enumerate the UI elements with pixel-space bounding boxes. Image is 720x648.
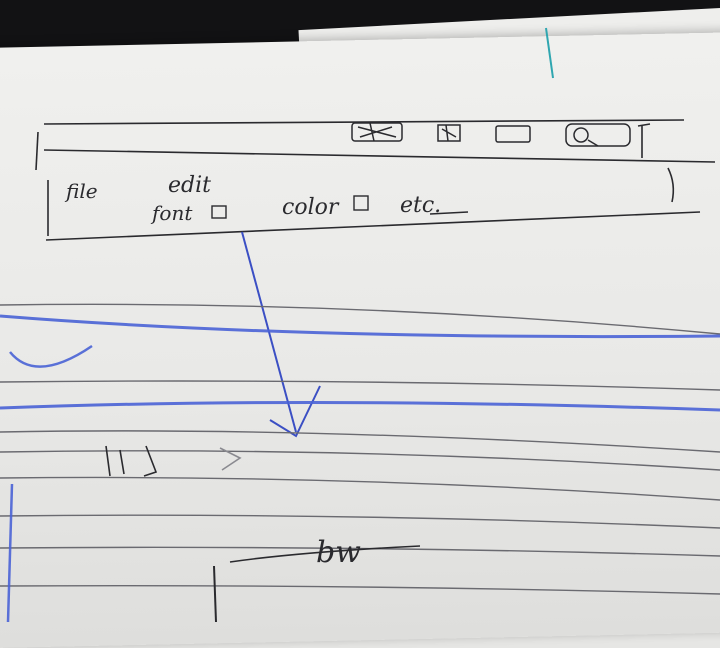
etc-underline xyxy=(429,211,469,215)
grid-icon[interactable] xyxy=(437,124,461,142)
menu-item-edit[interactable]: edit xyxy=(168,173,211,198)
zoom-icon[interactable] xyxy=(565,123,631,147)
menu-right-bracket xyxy=(667,167,675,203)
menu-sketch: file edit font color etc. xyxy=(64,173,469,225)
chevron-right-icon xyxy=(219,447,242,471)
toolbar-top-line xyxy=(43,119,685,125)
bracket-scribble xyxy=(105,445,125,477)
vertical-stroke xyxy=(213,565,217,622)
text-cursor-icon xyxy=(637,123,651,158)
arrow-sketch xyxy=(241,231,321,438)
sketch-drawing: file edit font color etc. xyxy=(0,27,720,622)
menu-item-font[interactable]: font xyxy=(150,201,193,225)
save-icon[interactable] xyxy=(351,122,403,142)
square-icon[interactable] xyxy=(495,125,531,143)
menu-item-color[interactable]: color xyxy=(282,195,340,220)
blue-lines xyxy=(0,314,720,622)
toolbar-bottom-line xyxy=(45,211,701,241)
menu-item-file[interactable]: file xyxy=(64,179,98,203)
bottom-scribbles xyxy=(105,445,421,622)
ruled-lines xyxy=(0,303,720,595)
toolbar-left-bracket xyxy=(35,131,39,171)
color-dropdown-icon[interactable] xyxy=(353,195,369,211)
wave-line xyxy=(229,545,421,563)
toolbar-sketch xyxy=(35,119,716,241)
bracket-right-scribble xyxy=(143,445,158,477)
bottom-word: bw xyxy=(316,535,361,570)
margin-line xyxy=(545,27,554,79)
font-dropdown-icon[interactable] xyxy=(211,205,227,219)
toolbar-divider-line xyxy=(43,149,716,163)
